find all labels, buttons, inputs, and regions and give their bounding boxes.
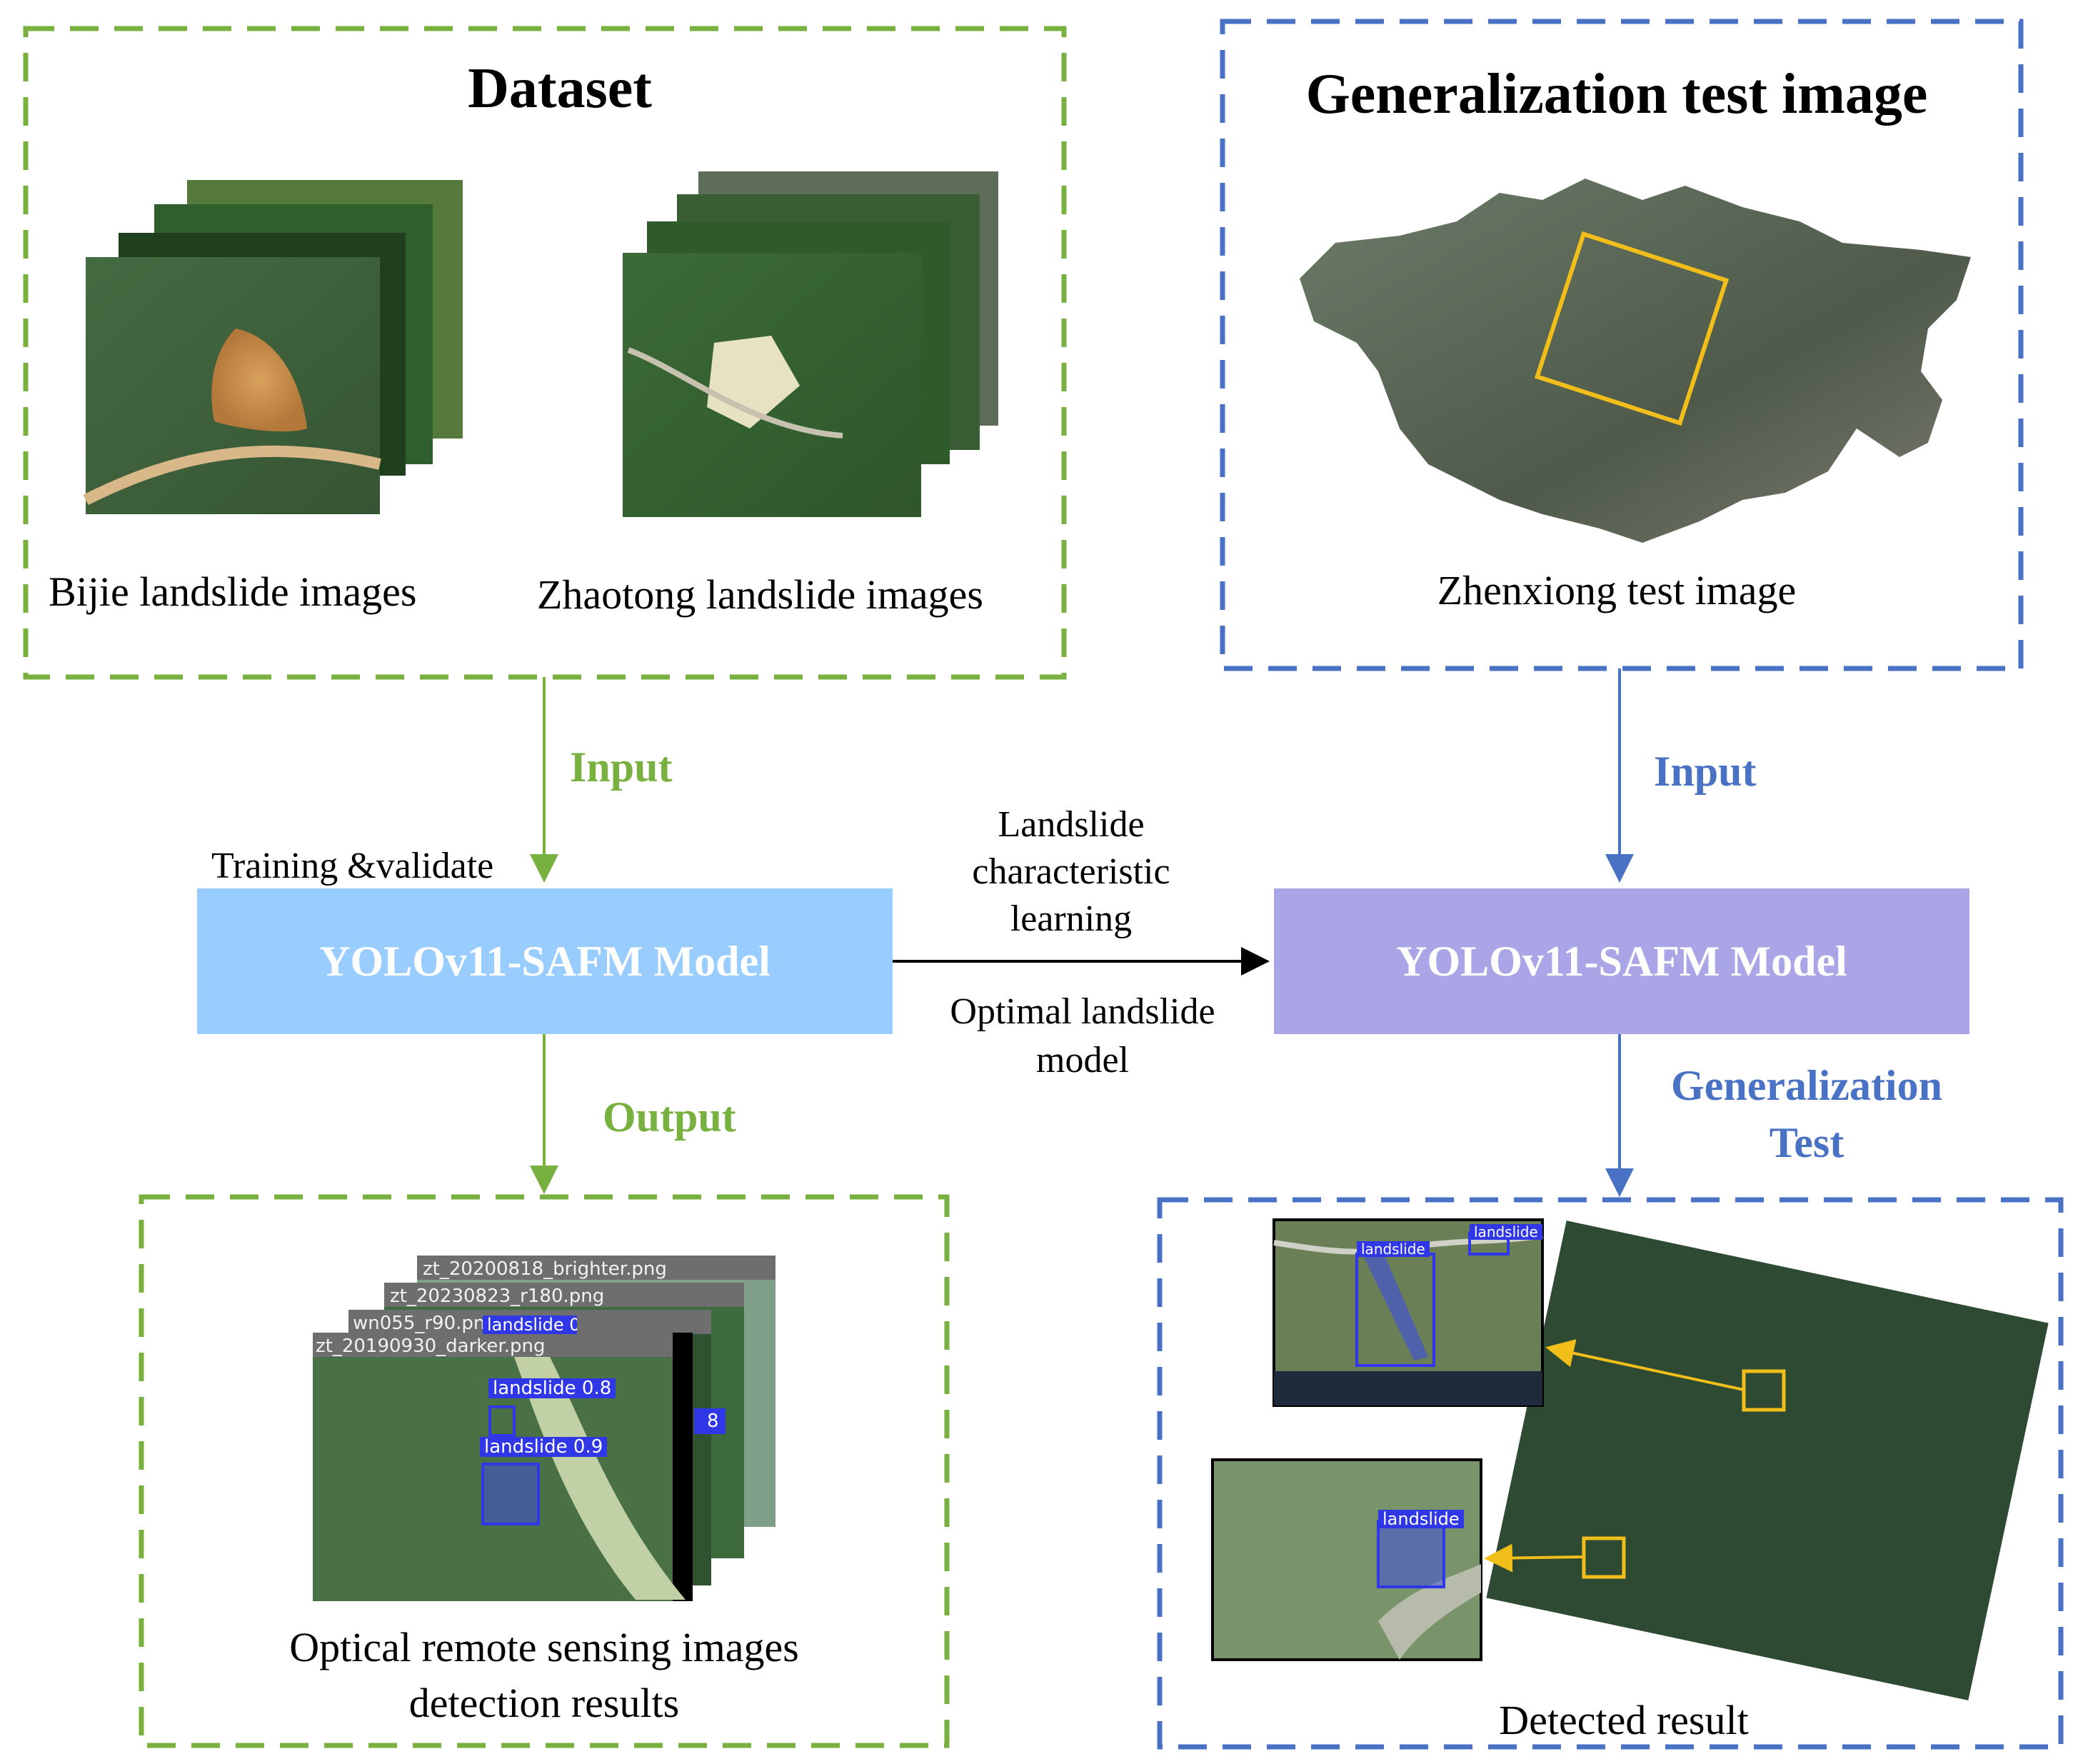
model-box-left: YOLOv11-SAFM Model <box>197 888 893 1034</box>
learning-note-line-3: learning <box>1010 898 1133 939</box>
result-detection-label-partial: landslide 0.8 <box>483 1316 577 1334</box>
generalization-title: Generalization test image <box>1305 63 1928 126</box>
model-left-label: YOLOv11-SAFM Model <box>319 937 771 985</box>
optimal-note-line-2: model <box>1036 1040 1129 1081</box>
detected-label-a: landslide <box>1357 1241 1430 1257</box>
zhaotong-image-stack <box>623 171 998 517</box>
learning-note-line-2: characteristic <box>972 851 1170 892</box>
generalization-frame <box>1220 19 2024 671</box>
detected-label-c: landslide <box>1378 1510 1464 1528</box>
input-label-left: Input <box>570 743 673 791</box>
training-note: Training &validate <box>211 846 494 886</box>
result-filename-2: zt_20230823_r180.png <box>390 1286 605 1307</box>
detected-frame <box>1157 1197 2064 1750</box>
arrow-zoom-b <box>1484 1543 1585 1573</box>
arrow-zoom-a <box>1545 1339 1745 1391</box>
result-detection-label-2: landslide 0.9 <box>480 1437 608 1457</box>
results-caption-line-2: detection results <box>408 1680 680 1726</box>
results-frame <box>139 1194 950 1748</box>
input-label-right: Input <box>1654 748 1757 795</box>
model-box-right: YOLOv11-SAFM Model <box>1274 888 1969 1034</box>
model-right-label: YOLOv11-SAFM Model <box>1396 937 1847 985</box>
detected-label-b: landslide <box>1470 1224 1542 1240</box>
result-filename-1: zt_20200818_brighter.png <box>423 1258 667 1280</box>
result-detection-fragment: 8 <box>707 1410 719 1432</box>
zhenxiong-caption: Zhenxiong test image <box>1437 567 1797 613</box>
highlight-box-a <box>1742 1369 1786 1412</box>
zhenxiong-map <box>1300 179 1971 543</box>
bijie-image-stack <box>83 180 463 514</box>
result-detection-label-1: landslide 0.8 <box>488 1378 616 1398</box>
results-caption-line-1: Optical remote sensing images <box>289 1624 799 1670</box>
bijie-caption: Bijie landslide images <box>49 568 417 615</box>
result-filename-4: zt_20190930_darker.png <box>316 1335 546 1357</box>
learning-note-line-1: Landslide <box>998 804 1145 845</box>
generalization-test-line-2: Test <box>1769 1119 1844 1166</box>
optimal-note-line-1: Optimal landslide <box>950 991 1215 1032</box>
generalization-test-line-1: Generalization <box>1671 1062 1942 1109</box>
zhenxiong-highlight-box <box>1534 231 1730 426</box>
detected-caption: Detected result <box>1499 1697 1749 1743</box>
zhaotong-caption: Zhaotong landslide images <box>537 571 983 618</box>
output-label: Output <box>603 1093 736 1141</box>
detected-images <box>1211 1218 2049 1700</box>
dataset-title: Dataset <box>468 57 652 120</box>
result-filename-3: wn055_r90.pn <box>353 1313 486 1334</box>
